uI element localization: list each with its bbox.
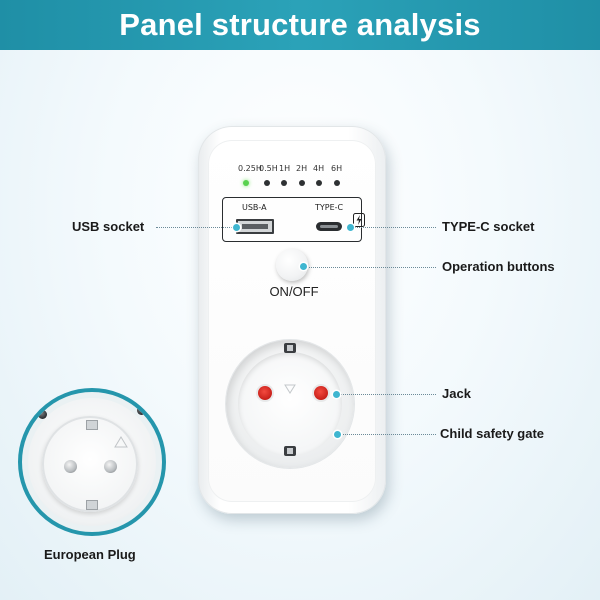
onoff-label: ON/OFF (269, 284, 319, 299)
usb-c-label: TYPE-C (315, 203, 344, 212)
plug-pin-left (64, 460, 77, 473)
timer-led-0 (243, 180, 249, 186)
jack-hole-left[interactable] (258, 386, 272, 400)
usb-a-label: USB-A (242, 203, 267, 212)
timer-led-1 (264, 180, 270, 186)
screw-right-icon (137, 406, 146, 415)
jack-hole-right[interactable] (314, 386, 328, 400)
leader-operation-buttons (306, 267, 436, 268)
marker-usb-socket (233, 224, 240, 231)
page-title: Panel structure analysis (119, 7, 481, 42)
leader-child-safety-gate (340, 434, 436, 435)
timer-label-0: 0.25H (238, 164, 262, 173)
timer-led-2 (281, 180, 287, 186)
callout-jack: Jack (442, 386, 471, 401)
timer-label-2: 1H (279, 164, 291, 173)
european-plug-inset (18, 388, 166, 536)
earth-clip-bottom (284, 446, 296, 456)
callout-typec-socket: TYPE-C socket (442, 219, 535, 234)
usb-a-port[interactable] (236, 219, 274, 234)
timer-led-3 (299, 180, 305, 186)
plug-tab-bottom (86, 500, 98, 510)
leader-typec-socket (350, 227, 436, 228)
usb-c-port[interactable] (316, 222, 342, 231)
callout-usb-socket: USB socket (72, 219, 145, 234)
leader-jack (340, 394, 436, 395)
leader-usb-socket (156, 227, 236, 228)
lightning-bolt-icon (353, 213, 365, 227)
timer-label-4: 4H (313, 164, 325, 173)
timer-label-1: 0.5H (259, 164, 278, 173)
marker-typec-socket (347, 224, 354, 231)
timer-label-3: 2H (296, 164, 308, 173)
marker-child-safety-gate (334, 431, 341, 438)
screw-left-icon (38, 410, 47, 419)
title-banner: Panel structure analysis (0, 0, 600, 50)
timer-label-5: 6H (331, 164, 343, 173)
marker-operation-buttons (300, 263, 307, 270)
usb-panel (222, 197, 362, 242)
earth-clip-top (284, 343, 296, 353)
european-plug-label: European Plug (44, 547, 136, 562)
triangle-mark-icon (114, 436, 128, 448)
timer-led-4 (316, 180, 322, 186)
plug-tab-top (86, 420, 98, 430)
callout-child-safety-gate: Child safety gate (440, 426, 545, 441)
callout-operation-buttons: Operation buttons (442, 259, 555, 274)
triangle-arrow-icon (284, 384, 296, 394)
socket-well (238, 352, 342, 456)
plug-face (42, 416, 138, 512)
marker-jack (333, 391, 340, 398)
plug-pin-right (104, 460, 117, 473)
timer-led-5 (334, 180, 340, 186)
